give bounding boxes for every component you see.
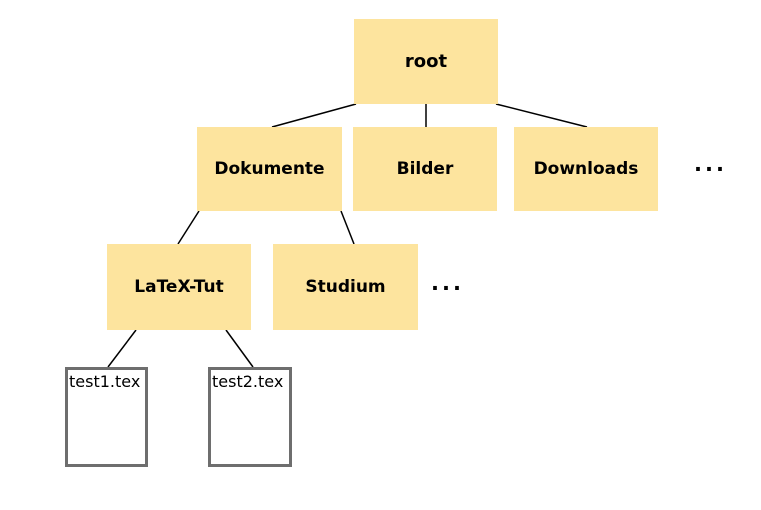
node-root: root	[354, 19, 498, 104]
ellipsis-level3-label: ...	[431, 271, 464, 295]
edge-latex-tut-test1	[107, 329, 137, 368]
edge-dokumente-studium	[340, 210, 355, 245]
node-dokumente: Dokumente	[197, 127, 342, 211]
node-bilder: Bilder	[353, 127, 497, 211]
node-studium: Studium	[273, 244, 418, 330]
node-latex-tut-label: LaTeX-Tut	[134, 277, 224, 297]
node-latex-tut: LaTeX-Tut	[107, 244, 251, 330]
node-dokumente-label: Dokumente	[214, 159, 325, 179]
node-downloads-label: Downloads	[533, 159, 639, 179]
edge-latex-tut-test2	[225, 329, 254, 368]
node-test1-tex: test1.tex	[65, 367, 148, 467]
edge-dokumente-latex-tut	[177, 210, 200, 245]
node-test2-tex: test2.tex	[208, 367, 292, 467]
ellipsis-level2-label: ...	[694, 152, 727, 176]
node-test1-tex-label: test1.tex	[69, 372, 141, 391]
ellipsis-level3: ...	[431, 269, 464, 297]
node-root-label: root	[404, 51, 448, 72]
node-bilder-label: Bilder	[396, 159, 454, 179]
edge-root-dokumente	[271, 103, 357, 128]
node-downloads: Downloads	[514, 127, 658, 211]
edge-root-downloads	[495, 103, 588, 128]
node-test2-tex-label: test2.tex	[212, 372, 284, 391]
node-studium-label: Studium	[305, 277, 386, 297]
ellipsis-level2: ...	[694, 150, 727, 178]
